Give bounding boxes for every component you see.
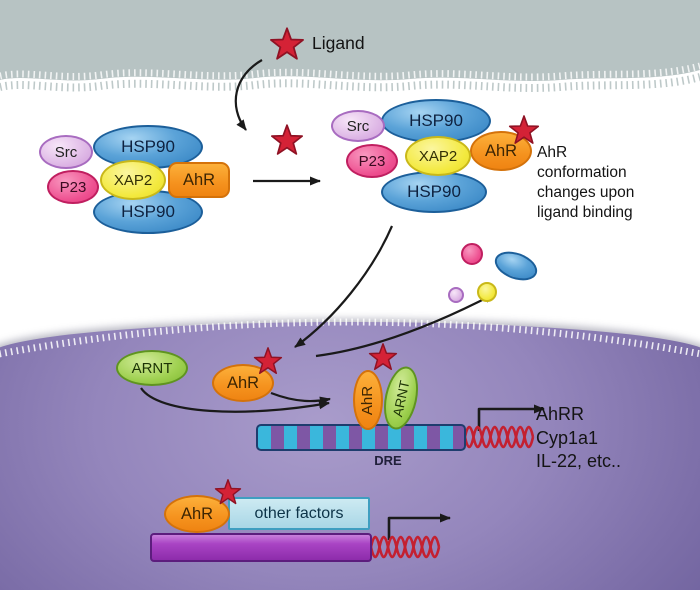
dimer-ahr-label: AhR <box>359 385 377 415</box>
xap2-right-label: XAP2 <box>418 147 458 165</box>
ligand-binding-arrow <box>234 59 263 131</box>
dissociated-src <box>448 287 464 303</box>
free-ligand-star-icon <box>270 123 304 157</box>
xap2-left-label: XAP2 <box>113 171 153 189</box>
arnt-free: ARNT <box>116 350 188 386</box>
target-gene-1: AhRR <box>536 404 585 424</box>
dre-dna-bar <box>256 424 466 451</box>
dimer-ligand-star-icon <box>368 342 398 372</box>
target-gene-2: Cyp1a1 <box>536 427 599 448</box>
xap2-left: XAP2 <box>100 160 166 200</box>
target-gene-3: IL-22, etc.. <box>536 451 622 471</box>
hsp90-top-left-label: HSP90 <box>121 137 175 156</box>
ligand-star-icon <box>269 26 305 62</box>
dissociated-p23 <box>461 243 483 265</box>
ahr-free-ligand-star-icon <box>253 346 283 376</box>
annotation-line-2: conformation <box>537 164 627 181</box>
other-factors-box: other factors <box>228 497 370 530</box>
hsp90-bottom-right-label: HSP90 <box>407 182 461 201</box>
dimer-ahr: AhR <box>353 370 383 430</box>
ahr-left: AhR <box>168 162 230 198</box>
ahr-left-label: AhR <box>182 170 216 189</box>
p23-left-label: P23 <box>59 178 87 196</box>
xap2-right: XAP2 <box>405 136 471 176</box>
ahr-bottom-ligand-star-icon <box>214 478 242 506</box>
membrane-ticks-inner <box>0 62 700 81</box>
membrane-ticks-outer <box>0 73 700 92</box>
ahr-bottom-label: AhR <box>180 504 214 523</box>
annotation-line-3: changes upon <box>537 184 635 201</box>
hsp90-bottom-left-label: HSP90 <box>121 202 175 221</box>
dissociated-hsp90 <box>490 246 542 286</box>
p23-left: P23 <box>47 170 99 204</box>
target-genes: AhRR Cyp1a1 IL-22, etc.. <box>536 403 621 474</box>
annotation-line-4: ligand binding <box>537 204 633 221</box>
ahr-free-label: AhR <box>226 373 260 392</box>
p23-right-label: P23 <box>358 152 386 170</box>
annotation-line-1: AhR <box>537 144 568 161</box>
bound-ligand-star-icon <box>508 114 540 146</box>
conformation-annotation: AhR conformation changes upon ligand bin… <box>537 143 667 223</box>
src-right-label: Src <box>346 117 370 135</box>
bottom-dna-bar <box>150 533 372 562</box>
other-factors-label: other factors <box>254 504 344 522</box>
p23-right: P23 <box>346 144 398 178</box>
dre-label: DRE <box>374 453 402 468</box>
dimer-arnt-label: ARNT <box>389 378 413 418</box>
ligand-label: Ligand <box>312 33 365 53</box>
arnt-free-label: ARNT <box>131 359 173 377</box>
src-left-label: Src <box>54 143 78 161</box>
membrane-band <box>0 0 700 92</box>
dissociated-xap2 <box>477 282 497 302</box>
src-right: Src <box>331 110 385 142</box>
hsp90-top-right-label: HSP90 <box>409 111 463 130</box>
src-left: Src <box>39 135 93 169</box>
hsp90-bottom-right: HSP90 <box>381 171 487 213</box>
